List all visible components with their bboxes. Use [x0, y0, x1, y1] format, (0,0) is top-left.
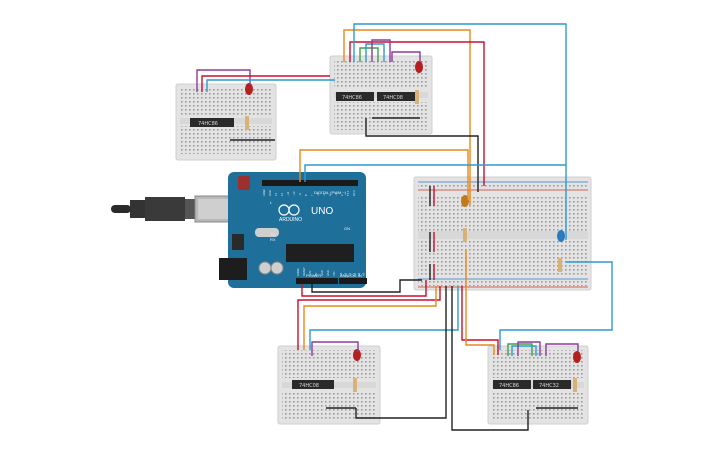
wire-red-br: [461, 286, 499, 355]
crystal: [255, 228, 279, 237]
pin-label: A1: [344, 272, 348, 276]
led-blue-main[interactable]: [557, 230, 565, 242]
chip-top-left: 74HC86: [190, 118, 234, 127]
wire-black2-tc: [365, 118, 479, 192]
digital-header: [262, 180, 358, 186]
pin-label: RX 0: [352, 190, 356, 196]
pin-label: A4: [357, 272, 361, 276]
atmega-chip: [286, 244, 354, 262]
chip-top-b: 74HC08: [377, 92, 415, 101]
pin-label: AREF: [262, 189, 266, 196]
led-orange-main[interactable]: [461, 195, 469, 207]
wire-blue-main: [499, 261, 613, 350]
chip-bottom-right-b: 74HC32: [533, 380, 571, 389]
board-model: UNO: [311, 206, 333, 217]
pin-label: TX 1: [346, 190, 350, 196]
power-jack: [219, 258, 247, 280]
pin-label: 13: [274, 193, 278, 196]
tx-label: TX: [270, 232, 275, 237]
chip-top-a: 74HC86: [336, 92, 374, 101]
pin-label: ~6: [316, 192, 320, 196]
pin-label: ~11: [286, 191, 290, 196]
arduino-uno-board[interactable]: ARDUINO UNO DIGITAL (PWM ~) POWER ANALOG…: [219, 172, 367, 288]
pin-label: 8: [304, 194, 308, 196]
digital-header-label: DIGITAL (PWM ~): [314, 190, 347, 195]
chip-top-b-label: 74HC08: [383, 95, 403, 101]
wire-black-bl: [355, 286, 447, 419]
pin-label: ~3: [334, 192, 338, 196]
analog-header: [339, 278, 367, 284]
wire-purple-bl: [311, 341, 359, 356]
wires: [196, 23, 613, 431]
chip-bottom-right-b-label: 74HC32: [539, 383, 559, 389]
wire-blue-tc: [353, 23, 567, 240]
chip-bottom-left: 74HC08: [292, 380, 334, 389]
pin-label: IOREF: [296, 268, 300, 276]
led-red-top-left[interactable]: [245, 83, 253, 95]
pin-label: ~5: [322, 192, 326, 196]
pin-label: A3: [353, 272, 357, 276]
on-label: ON: [344, 226, 350, 231]
analog-header-label: ANALOG IN: [340, 273, 362, 278]
wire-purple-br: [517, 341, 541, 356]
reset-button[interactable]: [238, 176, 250, 190]
wire-red-ard: [301, 280, 427, 297]
chip-bottom-right-a: 74HC86: [493, 380, 531, 389]
pin-label: A5: [362, 272, 366, 276]
pin-label: 5V: [314, 273, 318, 276]
pin-label: A2: [348, 272, 352, 276]
chip-bottom-left-label: 74HC08: [299, 383, 319, 389]
chip-top-a-label: 74HC86: [342, 95, 362, 101]
board-brand: ARDUINO: [279, 217, 302, 223]
led-red-bottom-right[interactable]: [573, 351, 581, 363]
pin-label: 2: [340, 194, 344, 196]
wire-blue-br: [511, 345, 537, 356]
chip-bottom-right-a-label: 74HC86: [499, 383, 519, 389]
pin-label: 3.3V: [308, 270, 312, 276]
wire-purple-tl: [196, 69, 251, 92]
led-l-label: L: [270, 200, 273, 205]
pin-label: VIN: [332, 272, 336, 276]
wire-orange-ard: [299, 149, 469, 200]
pin-label: A0: [339, 272, 343, 276]
wire-red-tc: [349, 41, 485, 186]
wire-green-br: [507, 343, 533, 356]
wire-blue-bl: [309, 286, 459, 350]
power-header: [296, 278, 338, 284]
wire-purple2-tc: [391, 51, 421, 62]
wire-orange-tc: [343, 29, 471, 205]
led-red-top-center[interactable]: [415, 61, 423, 73]
wire-orange-br: [465, 250, 495, 355]
chip-top-left-label: 74HC86: [198, 121, 218, 127]
wire-black-ard: [311, 279, 422, 293]
usb-cable: [111, 195, 232, 223]
wire-black-br: [451, 286, 529, 431]
pin-label: RESET: [302, 267, 306, 276]
wire-blue2-tc: [365, 43, 385, 62]
wire-blue-ard: [304, 164, 566, 182]
pin-label: ~9: [298, 192, 302, 196]
led-red-bottom-left[interactable]: [353, 349, 361, 361]
wire-purple-tc: [371, 39, 391, 62]
wire-red-tl: [201, 75, 330, 92]
wire-red-bl: [297, 286, 441, 350]
pin-label: 12: [280, 193, 284, 196]
pin-label: GND: [326, 270, 330, 276]
wire-orange-bl: [303, 286, 437, 350]
power-header-label: POWER: [306, 273, 321, 278]
rx-label: RX: [270, 237, 276, 242]
pin-label: 4: [328, 194, 332, 196]
resistors: [245, 90, 577, 392]
pin-label: 7: [310, 194, 314, 196]
pin-label: ~10: [292, 191, 296, 196]
wire-purple2-br: [545, 343, 579, 356]
wire-blue-tl: [206, 79, 335, 92]
breadboard-top-center[interactable]: [329, 55, 433, 135]
pin-label: GND: [268, 190, 272, 196]
pin-label: GND: [320, 270, 324, 276]
wire-green-tc: [359, 47, 379, 62]
